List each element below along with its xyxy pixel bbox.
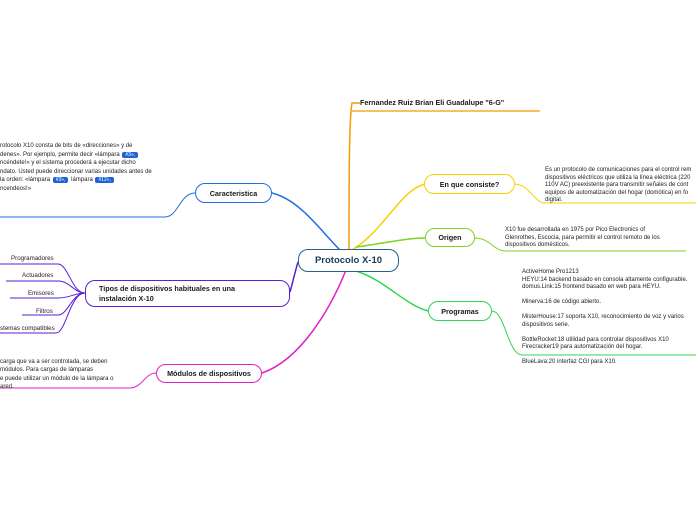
underline-que-es (513, 183, 696, 204)
reference-tag[interactable]: #3», (52, 177, 69, 184)
origen-line: X10 fue desarrollada en 1975 por Pico El… (505, 227, 646, 233)
underline-programas (491, 310, 696, 356)
branch-actuadores (6, 280, 86, 294)
que-es-label: En que consiste? (439, 179, 500, 189)
tipos-item-actuadores[interactable]: Actuadores (22, 272, 54, 279)
origen-text: X10 fue desarrollada en 1975 por Pico El… (505, 227, 660, 250)
que-es-line: equipos de automatización del hogar (dom… (545, 189, 689, 196)
branch-sistemas (0, 292, 86, 334)
que-es-text: Es un protocolo de comunicaciones para e… (545, 167, 691, 205)
programas-line: Minerva:16 de código abierto. (522, 299, 602, 305)
programas-line: domus.Link:15 frontend basado en web par… (522, 284, 661, 290)
caracteristica-line: ncendeos!» (0, 185, 32, 192)
connector-programas (355, 270, 429, 312)
caracteristica-text: rotocolo X10 consta de bits de «direccio… (0, 142, 152, 194)
node-programas[interactable]: Programas (428, 301, 492, 321)
tipos-item-sistemas[interactable]: stemas compatibles (0, 325, 55, 332)
tipos-item-programadores[interactable]: Programadores (11, 255, 54, 262)
programas-line: HEYU:14 backend basado en consola altame… (522, 276, 688, 283)
programas-line (522, 329, 687, 337)
programas-line: BottleRocket:18 utilidad para controlar … (522, 336, 669, 343)
modulos-line: e puede utilizar un módulo de la lámpara… (0, 375, 114, 382)
origen-line: dispositivos domésticos. (505, 242, 570, 248)
node-que-es[interactable]: En que consiste? (424, 174, 515, 194)
programas-line: ActiveHome Pro1213 (522, 269, 579, 275)
connector-origen (355, 237, 426, 248)
connector-tipos (289, 261, 299, 293)
caracteristica-line: ncéndete!» y el sistema procederá a ejec… (0, 160, 136, 167)
que-es-line: dispositivos eléctricos que utiliza la l… (545, 174, 691, 181)
programas-line (522, 307, 687, 315)
node-origen[interactable]: Origen (425, 228, 475, 247)
caracteristica-line: rotocolo X10 consta de bits de «direccio… (0, 143, 133, 149)
connector-author (348, 102, 360, 263)
author-label[interactable]: Fernandez Ruiz Brian Eli Guadalupe "6-G" (360, 98, 505, 107)
connector-que-es (351, 183, 426, 251)
origen-label: Origen (438, 233, 462, 242)
node-tipos[interactable]: Tipos de dispositivos habituales en una … (85, 280, 290, 307)
caracteristica-text-part: denes». Por ejemplo, permite decir «lámp… (0, 151, 120, 158)
reference-tag[interactable]: #12», (95, 177, 114, 184)
que-es-line: digital. (545, 197, 563, 203)
caracteristica-line: ndato. Usted puede direccionar varias un… (0, 168, 152, 175)
node-caracteristica[interactable]: Caracteristica (195, 183, 272, 203)
node-modulos[interactable]: Módulos de dispositivos (156, 364, 262, 383)
programas-label: Programas (441, 306, 479, 316)
tipos-label-line: instalación X-10 (99, 293, 154, 303)
programas-line (522, 292, 687, 300)
reference-tag[interactable]: #3», (122, 151, 139, 158)
programas-line (522, 352, 687, 360)
caracteristica-text-part: la orden: «lámpara (0, 177, 51, 184)
caracteristica-line: denes». Por ejemplo, permite decir «lámp… (0, 151, 152, 160)
caracteristica-line: la orden: «lámpara #3», lámpara #12», (0, 176, 152, 185)
tipos-item-filtros[interactable]: Filtros (36, 308, 53, 315)
programas-line: dispositivos serie. (522, 321, 570, 328)
modulos-label: Módulos de dispositivos (167, 369, 251, 378)
tipos-item-emisores[interactable]: Emisores (28, 290, 54, 297)
center-label: Protocolo X-10 (314, 255, 383, 266)
programas-line: BlueLava:20 interfaz CGI para X10. (522, 359, 617, 365)
origen-line: Glenrothes, Escocia, para permitir el co… (505, 234, 660, 241)
underline-modulos (0, 372, 157, 389)
que-es-line: Es un protocolo de comunicaciones para e… (545, 167, 692, 173)
caracteristica-text-part: lámpara (71, 177, 93, 184)
modulos-line: ared. (0, 383, 14, 390)
modulos-line: carga que va a ser controlada, se deben (0, 359, 108, 365)
underline-origen (474, 237, 686, 252)
caracteristica-label: Caracteristica (209, 188, 258, 198)
programas-line: Firecracker19 para automatización del ho… (522, 344, 643, 350)
connector-modulos (261, 269, 347, 374)
programas-line: MisterHouse:17 soporta X10, reconocimien… (522, 314, 684, 320)
underline-caracteristica (0, 192, 196, 218)
que-es-line: 110V AC) preexistente para transmitir se… (545, 182, 689, 188)
programas-text: ActiveHome Pro1213 HEYU:14 backend basad… (522, 269, 687, 367)
modulos-line: módulos. Para cargas de lámparas (0, 367, 94, 374)
connector-caracteristica (271, 192, 341, 251)
center-node[interactable]: Protocolo X-10 (298, 249, 399, 272)
tipos-label-line: Tipos de dispositivos habituales en una (99, 284, 236, 293)
modulos-text: carga que va a ser controlada, se deben … (0, 358, 113, 391)
tipos-label: Tipos de dispositivos habituales en una … (99, 284, 235, 303)
